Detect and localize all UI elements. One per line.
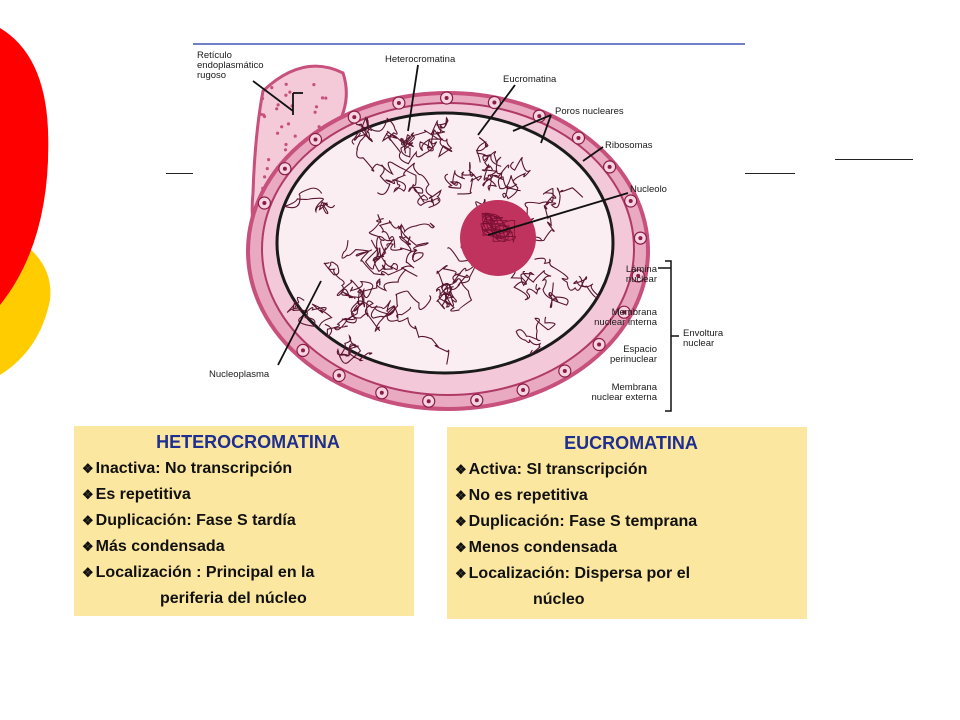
heterocromatina-item: ❖Localización : Principal en la [82, 560, 414, 586]
label-poros-nucleares: Poros nucleares [555, 106, 624, 117]
eucromatina-box: EUCROMATINA ❖Activa: SI transcripción❖No… [447, 427, 807, 619]
label-nucleolo: Nucleolo [630, 184, 667, 195]
label-nucleoplasma: Nucleoplasma [209, 369, 270, 380]
label-membrana-externa: Membrana nuclear externa [591, 382, 657, 403]
decor-line-left [166, 173, 194, 174]
heterocromatina-item-text: Es repetitiva [95, 486, 191, 503]
eucromatina-item: ❖Activa: SI transcripción [455, 457, 807, 483]
eucromatina-item-text: No es repetitiva [468, 487, 588, 504]
eucromatina-item-text: Localización: Dispersa por el [468, 565, 691, 582]
diamond-bullet-icon: ❖ [82, 487, 94, 502]
label-espacio-perinuclear: Espacio perinuclear [610, 344, 657, 365]
diamond-bullet-icon: ❖ [82, 513, 94, 528]
label-eucromatina: Eucromatina [503, 74, 557, 85]
eucromatina-item-text: Duplicación: Fase S temprana [468, 513, 698, 530]
eucromatina-item: ❖No es repetitiva [455, 483, 807, 509]
decor-line-mid [745, 173, 795, 174]
heterocromatina-title: HETEROCROMATINA [156, 432, 340, 452]
heterocromatina-item: ❖Duplicación: Fase S tardía [82, 508, 414, 534]
eucromatina-title: EUCROMATINA [564, 433, 698, 453]
label-ribosomas: Ribosomas [605, 140, 653, 151]
label-envoltura-nuclear: Envoltura nuclear [683, 328, 724, 349]
heterocromatina-item-text: Duplicación: Fase S tardía [95, 512, 296, 529]
heterocromatina-box: HETEROCROMATINA ❖Inactiva: No transcripc… [74, 426, 414, 616]
eucromatina-item-text: Menos condensada [468, 539, 618, 556]
diamond-bullet-icon: ❖ [455, 514, 467, 529]
heterocromatina-item: ❖Inactiva: No transcripción [82, 456, 414, 482]
diamond-bullet-icon: ❖ [455, 462, 467, 477]
nucleus-illustration [193, 43, 745, 412]
diamond-bullet-icon: ❖ [455, 488, 467, 503]
eucromatina-item: ❖Duplicación: Fase S temprana [455, 509, 807, 535]
heterocromatina-item-continuation: periferia del núcleo [160, 590, 307, 607]
heterocromatina-item-text: Más condensada [95, 538, 225, 555]
nucleus-diagram: Retículo endoplasmático rugoso Heterocro… [193, 43, 745, 420]
label-lamina-nuclear: Lámina nuclear [625, 264, 657, 285]
inner-membrane [275, 111, 615, 375]
eucromatina-item-text: Activa: SI transcripción [468, 461, 648, 478]
heterocromatina-list: ❖Inactiva: No transcripción❖Es repetitiv… [82, 456, 414, 612]
heterocromatina-item: ❖Más condensada [82, 534, 414, 560]
red-yellow-decoration [0, 28, 51, 375]
label-membrana-interna: Membrana nuclear interna [594, 307, 657, 328]
diamond-bullet-icon: ❖ [455, 540, 467, 555]
decor-line-right [835, 159, 913, 160]
heterocromatina-item: ❖Es repetitiva [82, 482, 414, 508]
eucromatina-item-continuation: núcleo [533, 591, 585, 608]
diamond-bullet-icon: ❖ [82, 539, 94, 554]
heterocromatina-item-text: Inactiva: No transcripción [95, 460, 293, 477]
diamond-bullet-icon: ❖ [82, 461, 94, 476]
label-heterocromatina: Heterocromatina [385, 54, 456, 65]
eucromatina-item: ❖Menos condensada [455, 535, 807, 561]
heterocromatina-item-text: Localización : Principal en la [95, 564, 315, 581]
red-shape [0, 28, 49, 305]
eucromatina-item: ❖Localización: Dispersa por el [455, 561, 807, 587]
diamond-bullet-icon: ❖ [455, 566, 467, 581]
label-rough-er: Retículo endoplasmático rugoso [197, 50, 264, 81]
eucromatina-list: ❖Activa: SI transcripción❖No es repetiti… [455, 457, 807, 613]
diamond-bullet-icon: ❖ [82, 565, 94, 580]
